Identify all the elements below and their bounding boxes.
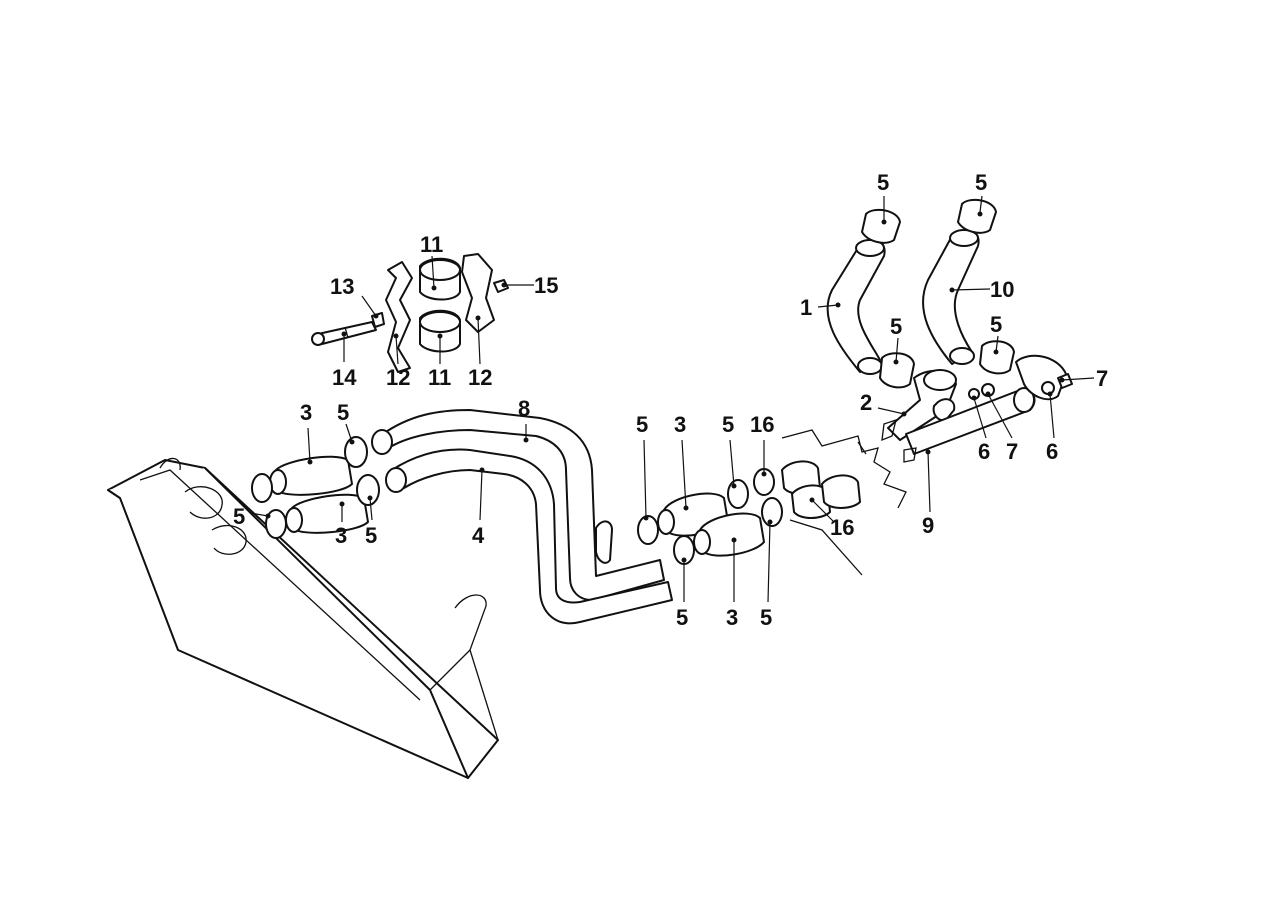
callout-3: 3 — [726, 605, 738, 630]
hose-10 — [922, 198, 997, 365]
callout-2: 2 — [860, 390, 872, 415]
callout-4: 4 — [472, 523, 485, 548]
pipe-8 — [371, 409, 665, 601]
callout-7: 7 — [1096, 366, 1108, 391]
callout-5: 5 — [760, 605, 772, 630]
callout-5: 5 — [365, 523, 377, 548]
callout-16: 16 — [750, 412, 774, 437]
callout-labels: 5 5 11 13 15 1 10 5 5 14 12 11 12 7 2 3 … — [233, 170, 1108, 630]
callout-12: 12 — [386, 365, 410, 390]
callout-5: 5 — [636, 412, 648, 437]
radiator — [107, 457, 499, 780]
callout-5: 5 — [890, 314, 902, 339]
callout-5: 5 — [877, 170, 889, 195]
callout-3: 3 — [300, 400, 312, 425]
nuts-washers — [968, 373, 1073, 400]
left-hoses — [251, 436, 380, 539]
callout-8: 8 — [518, 396, 530, 421]
leader-dots — [265, 211, 1065, 563]
callout-1: 1 — [800, 295, 812, 320]
callout-16: 16 — [830, 515, 854, 540]
callout-6: 6 — [978, 439, 990, 464]
hose-clamps-upper-right — [879, 340, 1015, 389]
callout-5: 5 — [233, 504, 245, 529]
callout-15: 15 — [534, 273, 558, 298]
callout-3: 3 — [335, 523, 347, 548]
callout-7: 7 — [1006, 439, 1018, 464]
callout-14: 14 — [332, 365, 357, 390]
callout-10: 10 — [990, 277, 1014, 302]
center-hoses — [637, 460, 861, 565]
callout-3: 3 — [674, 412, 686, 437]
callout-6: 6 — [1046, 439, 1058, 464]
callout-5: 5 — [337, 400, 349, 425]
leader-lines — [249, 195, 1095, 603]
callout-11: 11 — [420, 232, 443, 257]
callout-5: 5 — [975, 170, 987, 195]
callout-9: 9 — [922, 513, 934, 538]
callout-5: 5 — [676, 605, 688, 630]
pipe-2 — [881, 369, 957, 442]
callout-13: 13 — [330, 274, 354, 299]
callout-11: 11 — [428, 365, 451, 390]
callout-5: 5 — [990, 312, 1002, 337]
clamp-assembly — [311, 253, 509, 373]
mounting-bracket — [781, 429, 907, 576]
callout-12: 12 — [468, 365, 492, 390]
callout-5: 5 — [722, 412, 734, 437]
hose-1 — [826, 208, 901, 375]
pipe-4 — [385, 448, 673, 625]
